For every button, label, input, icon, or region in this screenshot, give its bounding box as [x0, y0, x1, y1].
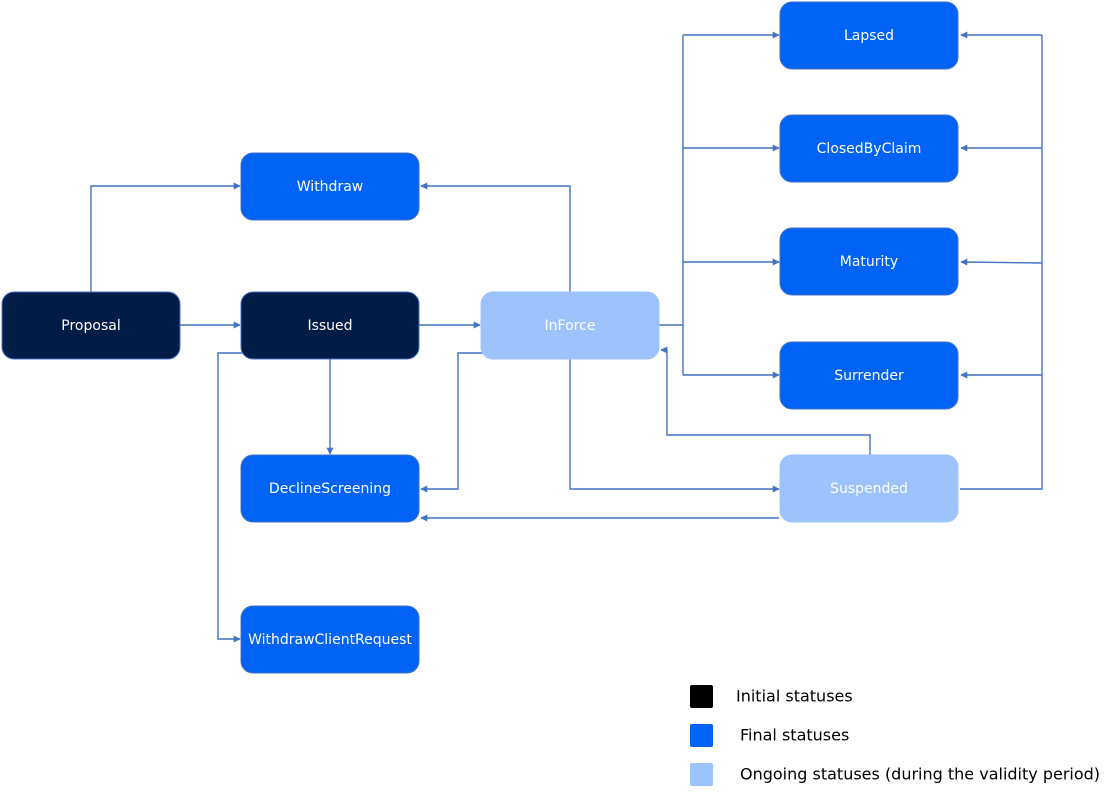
- node-issued-label: Issued: [307, 318, 352, 334]
- node-proposal[interactable]: Proposal: [1, 291, 181, 360]
- legend-final-label: Final statuses: [740, 726, 849, 745]
- node-withdraw-client-request-label: WithdrawClientRequest: [248, 632, 412, 648]
- node-maturity-label: Maturity: [840, 254, 898, 270]
- node-suspended[interactable]: Suspended: [779, 454, 959, 523]
- arrow-issued-to-withdraw-client: [217, 352, 253, 643]
- node-withdraw-box: [240, 152, 420, 221]
- arrow-proposal-to-withdraw: [90, 182, 241, 292]
- node-suspended-label: Suspended: [830, 481, 908, 497]
- node-proposal-box: [1, 291, 181, 360]
- node-decline-screening[interactable]: DeclineScreening: [240, 454, 420, 523]
- suspended-side-trunk: [960, 35, 1043, 490]
- arrow-suspended-to-maturity: [960, 258, 1043, 266]
- node-closed-by-claim-label: ClosedByClaim: [817, 141, 922, 157]
- legend: Initial statuses Final statuses Ongoing …: [690, 685, 1100, 786]
- node-inforce[interactable]: InForce: [480, 291, 660, 360]
- node-closed-by-claim[interactable]: ClosedByClaim: [779, 114, 959, 183]
- node-closed-by-claim-box: [779, 114, 959, 183]
- node-lapsed[interactable]: Lapsed: [779, 1, 959, 70]
- node-withdraw-client-request-box: [240, 605, 420, 674]
- node-withdraw-client-request[interactable]: WithdrawClientRequest: [240, 605, 420, 674]
- node-withdraw-label: Withdraw: [297, 179, 363, 195]
- arrow-inforce-to-suspended: [569, 359, 780, 493]
- node-issued-box: [240, 291, 420, 360]
- node-surrender[interactable]: Surrender: [779, 341, 959, 410]
- arrow-inforce-to-withdraw: [420, 182, 571, 292]
- status-nodes: Proposal Issued Withdraw InForce Decline…: [1, 1, 959, 674]
- legend-final-swatch: [690, 724, 713, 747]
- node-maturity[interactable]: Maturity: [779, 227, 959, 296]
- node-inforce-box: [480, 291, 660, 360]
- arrow-inforce-to-decline: [420, 352, 489, 493]
- node-lapsed-box: [779, 1, 959, 70]
- node-withdraw[interactable]: Withdraw: [240, 152, 420, 221]
- connectors: [90, 31, 1043, 643]
- legend-initial-swatch: [690, 685, 713, 708]
- node-surrender-label: Surrender: [834, 368, 904, 384]
- legend-ongoing-swatch: [690, 763, 713, 786]
- legend-initial-label: Initial statuses: [736, 687, 853, 706]
- node-maturity-box: [779, 227, 959, 296]
- node-decline-screening-box: [240, 454, 420, 523]
- node-issued[interactable]: Issued: [240, 291, 420, 360]
- node-decline-screening-label: DeclineScreening: [269, 481, 391, 497]
- legend-ongoing-label: Ongoing statuses (during the validity pe…: [740, 765, 1100, 784]
- node-lapsed-label: Lapsed: [844, 28, 894, 44]
- node-proposal-label: Proposal: [61, 318, 120, 334]
- node-suspended-box: [779, 454, 959, 523]
- node-inforce-label: InForce: [545, 318, 596, 334]
- arrow-suspended-to-inforce: [660, 346, 871, 455]
- node-surrender-box: [779, 341, 959, 410]
